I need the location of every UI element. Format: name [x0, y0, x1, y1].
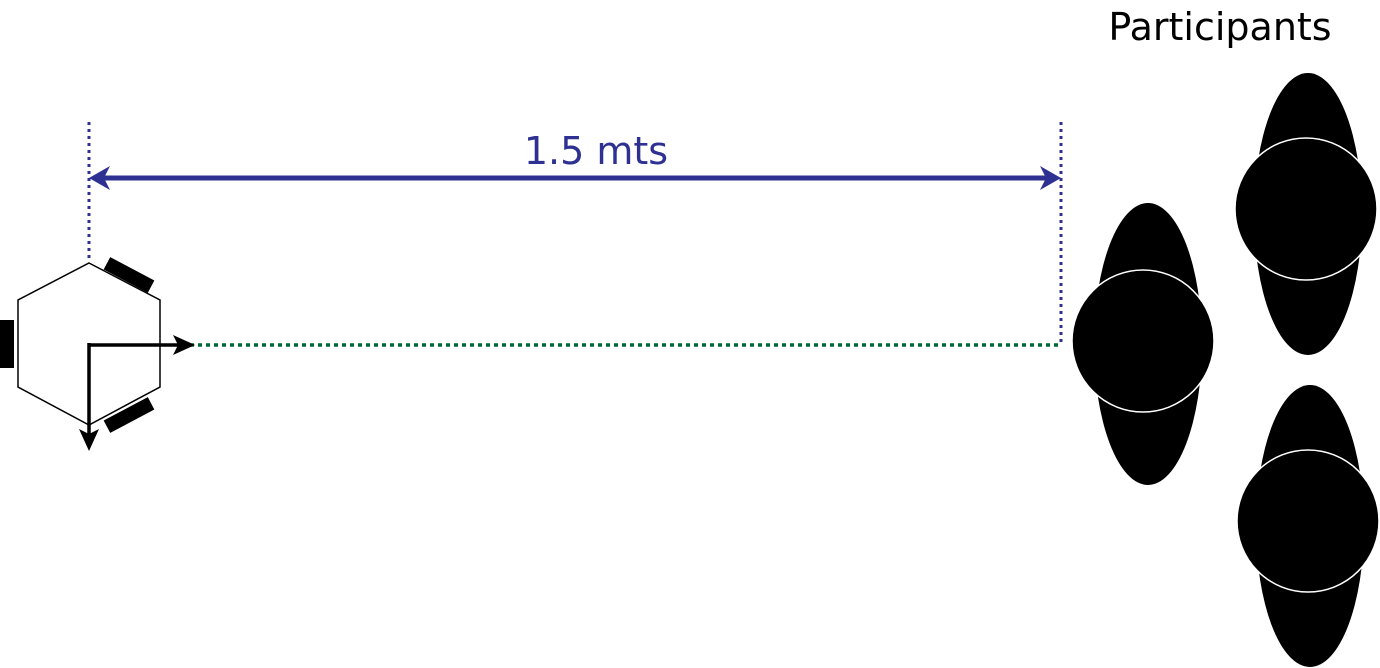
participants-label: Participants: [1108, 5, 1331, 49]
robot-x-axis-arrowhead: [173, 335, 195, 355]
participant-bottom-right: [1236, 385, 1380, 667]
distance-arrow: [89, 166, 1061, 190]
robot-y-axis-arrowhead: [79, 429, 99, 451]
distance-label: 1.5 mts: [524, 129, 668, 173]
robot: [0, 257, 195, 451]
participant-left: [1071, 203, 1215, 485]
participant-head: [1236, 449, 1380, 593]
participant-top-right: [1234, 73, 1378, 355]
robot-wheel-upper-right: [103, 257, 155, 293]
robot-wheel-left: [0, 320, 14, 368]
robot-wheel-lower-right: [103, 397, 155, 433]
participant-head: [1071, 269, 1215, 413]
participant-head: [1234, 137, 1378, 281]
